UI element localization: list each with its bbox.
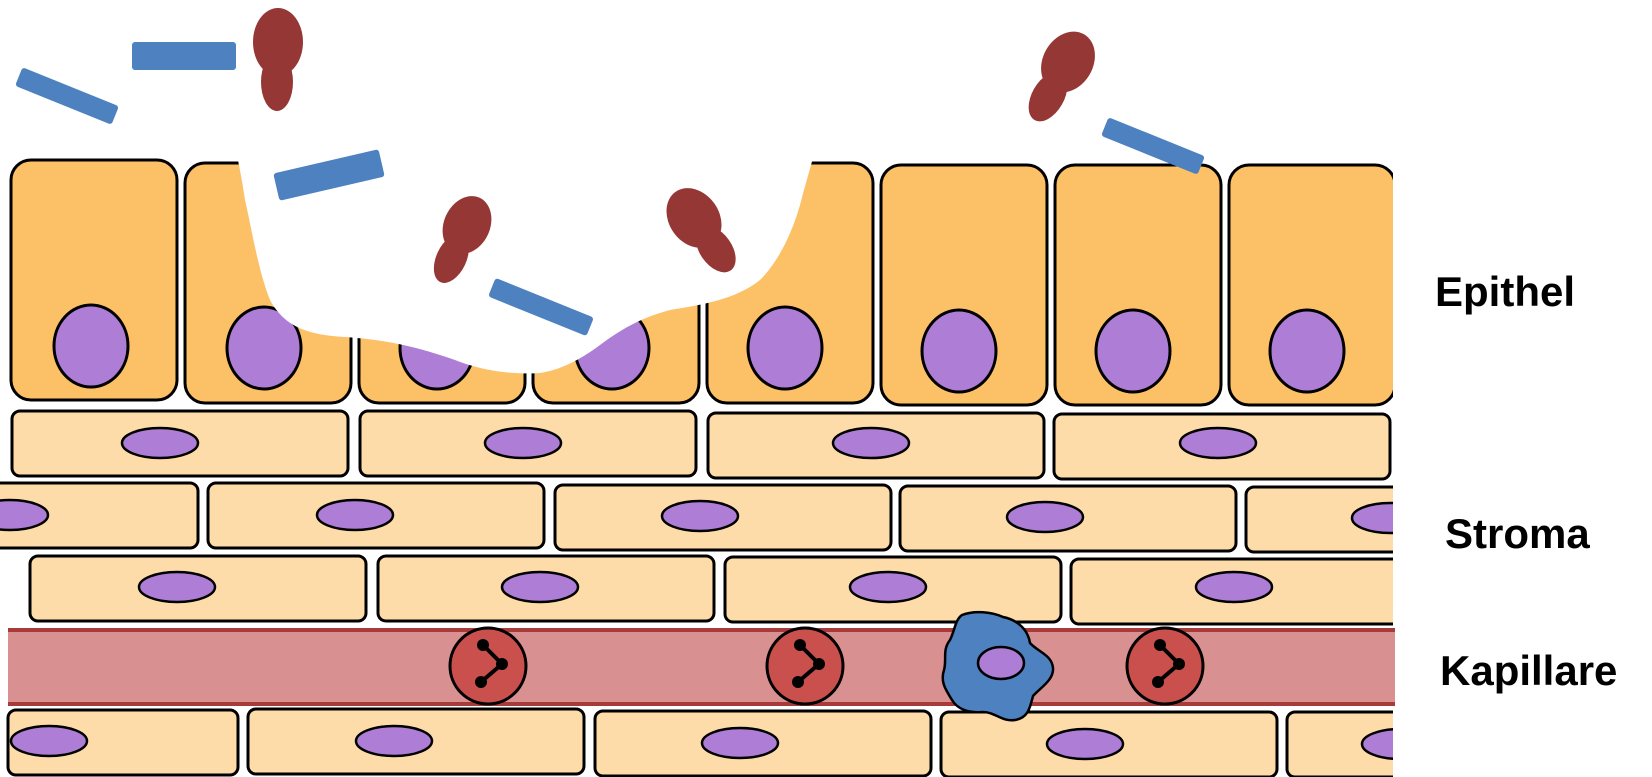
club-bacterium [253,8,303,111]
nucleus [139,572,215,602]
nucleus [485,428,561,458]
nucleus [1047,729,1123,759]
nucleus [1270,310,1344,392]
nucleus [978,647,1024,679]
nucleus [1362,729,1438,759]
stromal-cell [248,709,584,774]
nucleus [1352,503,1428,533]
nucleus [11,726,87,756]
capillary [8,612,1395,720]
nucleus [1180,428,1256,458]
nucleus [748,307,822,389]
stromal-cell [555,485,891,550]
neutrophil [450,628,526,704]
nucleus [317,500,393,530]
stromal-cell [8,710,238,775]
epithelial-cell [11,160,177,400]
stromal-cell [1287,712,1623,777]
nucleus [833,428,909,458]
stromal-cell [941,712,1277,777]
stromal-cell [0,483,198,548]
stromal-cell [208,483,544,548]
stroma-layer [0,411,1623,777]
stromal-cell [900,486,1236,551]
neutrophil [1127,628,1203,704]
stromal-cell [12,411,348,476]
nucleus [122,428,198,458]
stromal-cell [360,411,696,476]
stromal-cell [708,413,1044,478]
nucleus [1007,502,1083,532]
label-kapillare: Kapillare [1440,647,1617,694]
stromal-cell [378,556,714,621]
nucleus [1196,572,1272,602]
nucleus [702,728,778,758]
nucleus [502,572,578,602]
stromal-cell [1071,559,1407,624]
stromal-cell [725,557,1061,622]
nucleus [850,572,926,602]
club-bacterium [1013,22,1106,133]
nucleus [922,310,996,392]
epithelial-cell [1055,165,1221,405]
nucleus [1096,310,1170,392]
nucleus [662,501,738,531]
epithelial-cell [1229,165,1395,405]
label-stroma: Stroma [1445,510,1590,557]
nucleus [54,305,128,387]
rod-bacterium [132,42,236,70]
stromal-cell [595,711,931,776]
stromal-cell [30,556,366,621]
neutrophil [767,628,843,704]
label-epithel: Epithel [1435,268,1575,315]
nucleus [356,726,432,756]
epithelial-cell [881,165,1047,405]
stromal-cell [1054,414,1390,479]
rod-bacterium [15,67,119,125]
